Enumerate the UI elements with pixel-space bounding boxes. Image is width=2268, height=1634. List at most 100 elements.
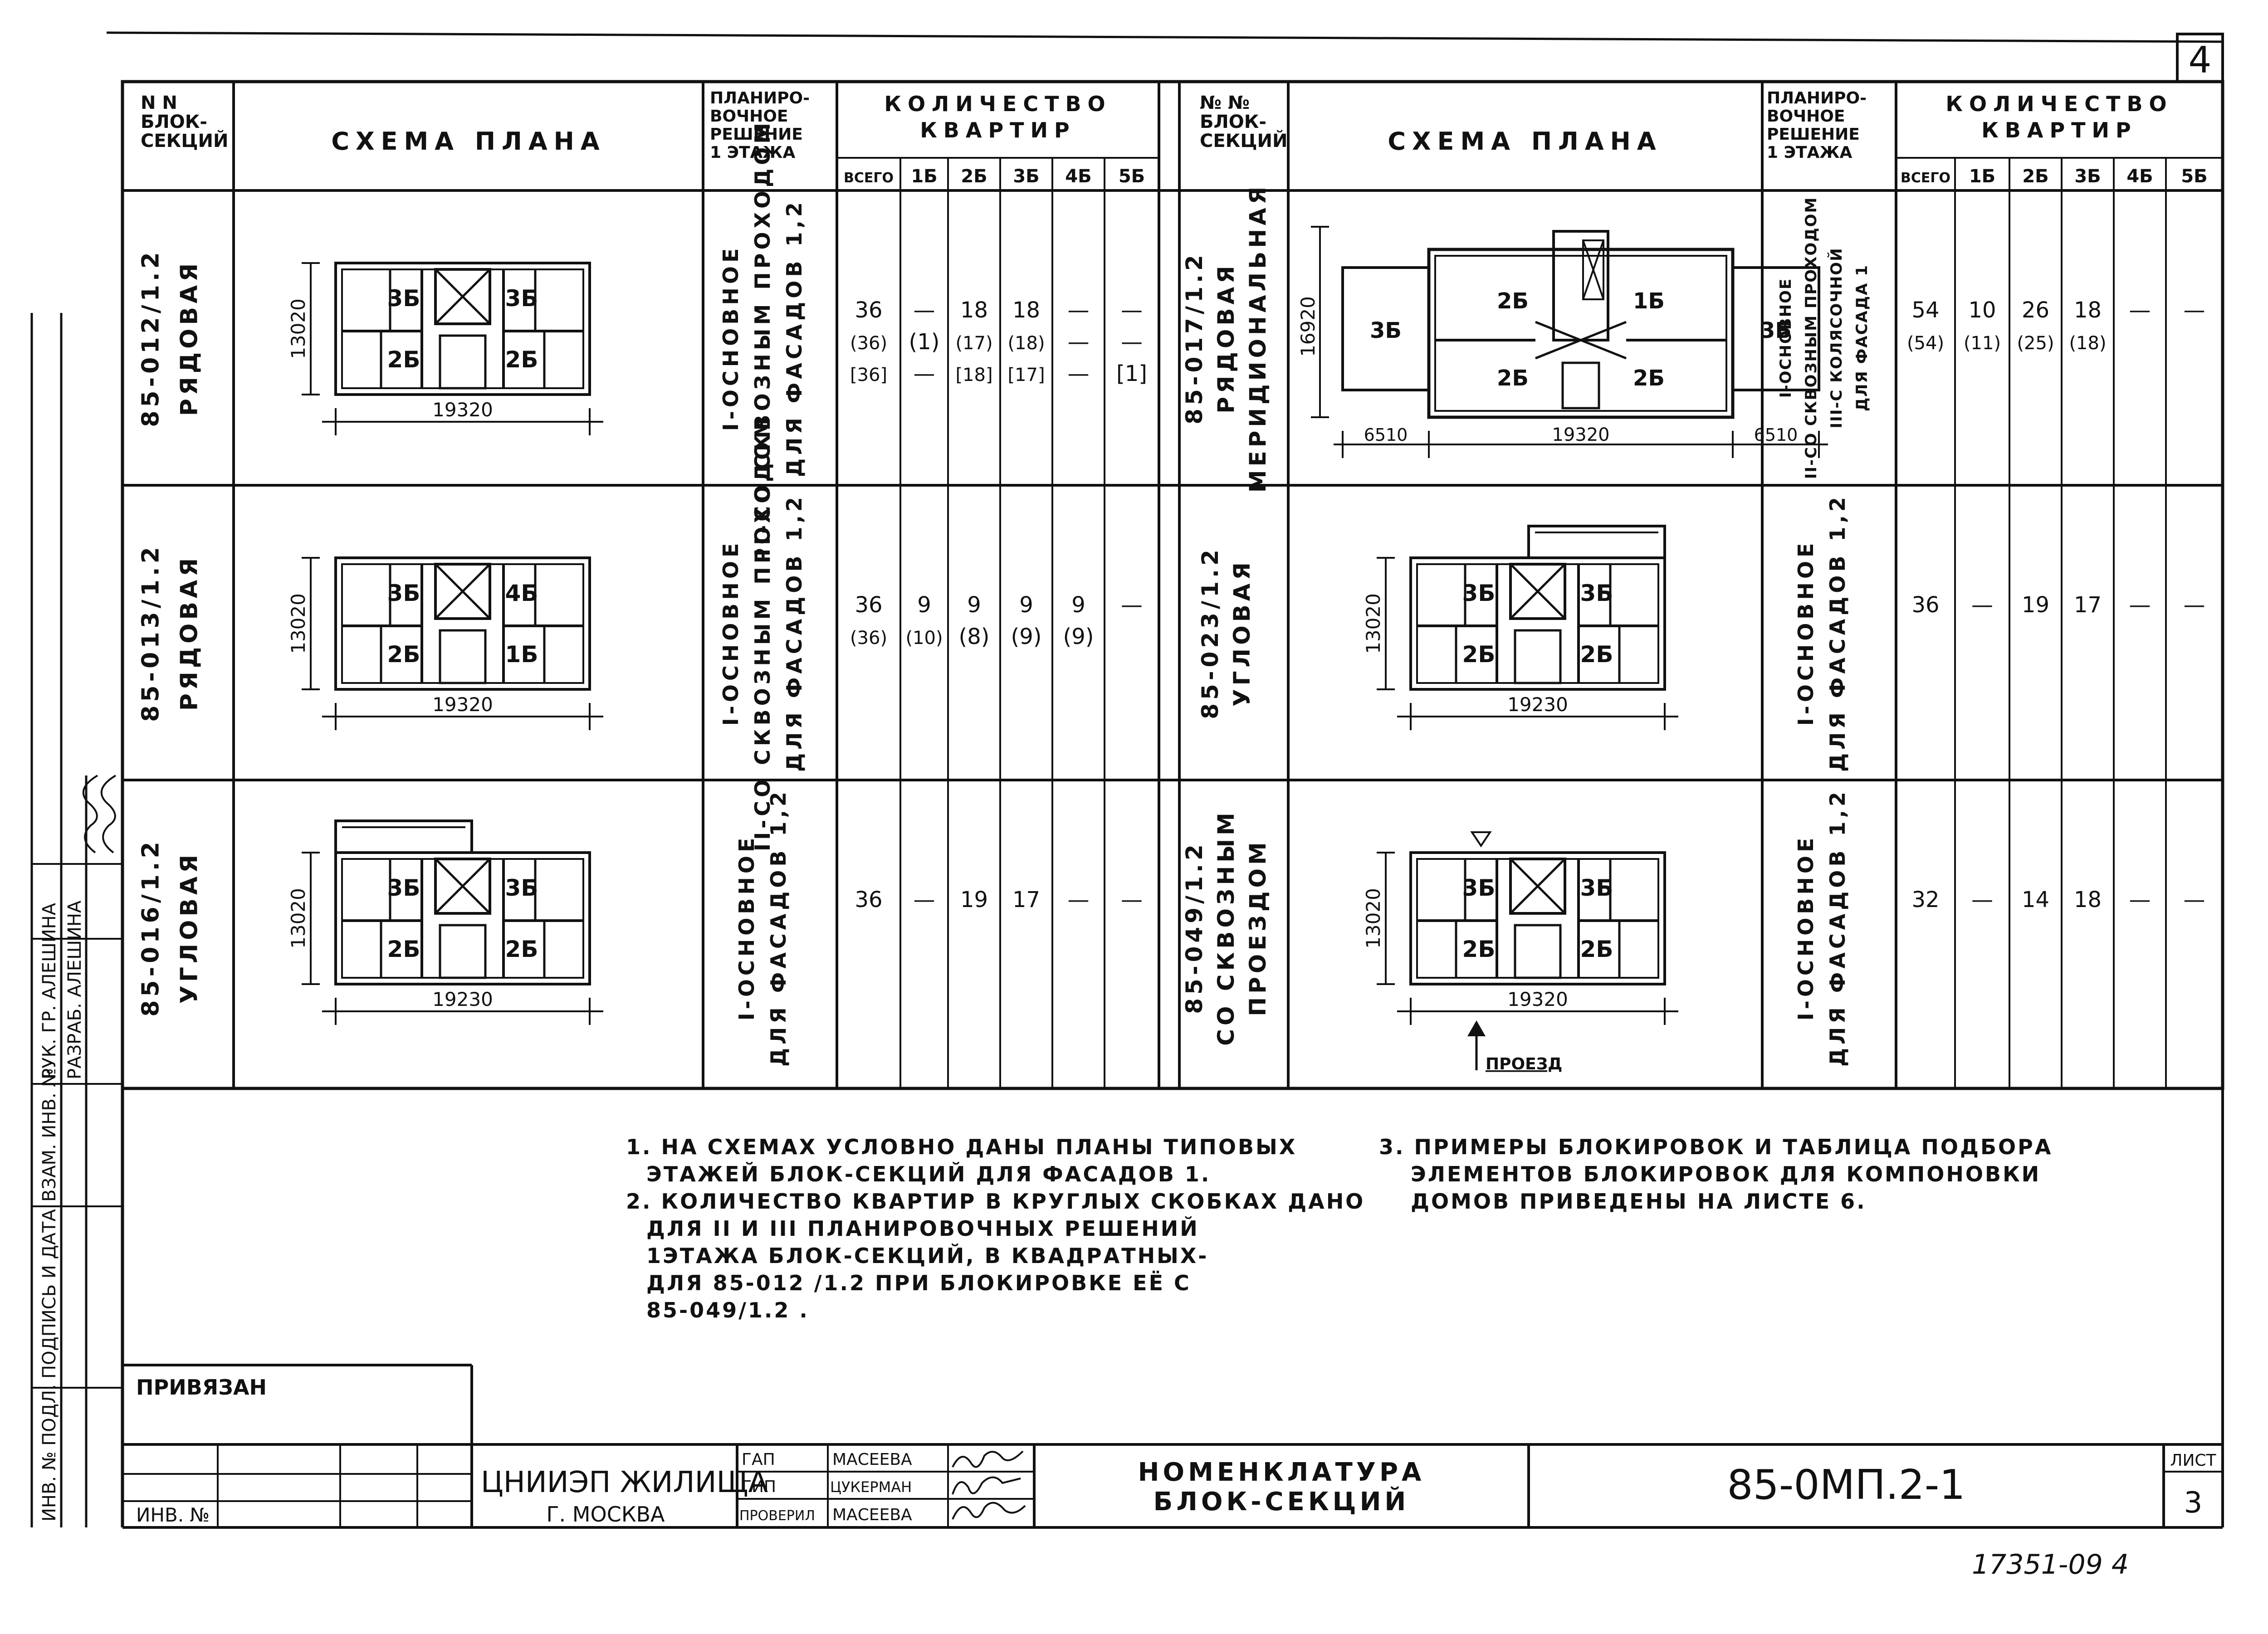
left-row-2-qty-c0-v0: 36 — [855, 887, 882, 912]
header-right-scheme: СХЕМА ПЛАНА — [1388, 127, 1662, 156]
left-row-1-qty-c2-v1: (8) — [959, 624, 990, 649]
left-row-0-qty-c3-v1: (18) — [1007, 333, 1045, 354]
left-row-0-id-line1: РЯДОВАЯ — [176, 260, 203, 416]
right-row-0-plan-room-0: 3Б — [1370, 318, 1402, 343]
right-row-2-id-line0: 85-049/1.2 — [1181, 841, 1207, 1014]
left-row-2-id-line0: 85-016/1.2 — [137, 838, 165, 1017]
left-row-0-plan-text-line1: II-СО СКВОЗНЫМ ПРОХОДОМ — [750, 119, 775, 556]
archive-number: 17351-09 4 — [1972, 1549, 2129, 1580]
left-row-0-qty-c2-v0: 18 — [960, 298, 988, 323]
right-row-2-qty-c3-v0: 18 — [2074, 887, 2102, 912]
right-row-2-qty-c4-v0: — — [2129, 887, 2151, 912]
left-row-1-qty-c4-v0: 9 — [1071, 592, 1085, 618]
stamp-role-gip: ГИП — [742, 1478, 776, 1496]
note-right-line-1: ЭЛЕМЕНТОВ БЛОКИРОВОК ДЛЯ КОМПОНОВКИ — [1411, 1162, 2041, 1186]
left-row-2-plan-text-line0: I-ОСНОВНОЕ — [734, 834, 759, 1021]
margin-razrab: РАЗРАБ. АЛЕШИНА — [64, 900, 85, 1079]
left-row-0-plan-room-0: 3Б — [387, 285, 420, 312]
table-rows: 85-012/1.2 РЯДОВАЯ 13020 19320 3Б 3Б 2Б 2Б I-ОСН… — [137, 119, 2205, 1073]
right-row-1-qty-c3-v0: 17 — [2074, 592, 2102, 618]
title-block — [122, 1364, 2223, 1527]
left-row-1-qty-c0-v1: (36) — [850, 628, 887, 649]
left-row-0-qty-c0-v1: (36) — [850, 333, 887, 354]
left-row-0-plan-room-3: 2Б — [505, 346, 538, 373]
left-row-0-plan-dim-h: 19320 — [432, 399, 493, 421]
stamp-signatures — [952, 1450, 1026, 1520]
left-row-2-plan-dim-h: 19230 — [432, 988, 493, 1010]
left-row-0-plan-text-line0: I-ОСНОВНОЕ — [719, 245, 743, 431]
subcol-left-5: 5Б — [1119, 166, 1145, 187]
left-row-0-plan-dim-v: 13020 — [287, 298, 309, 359]
right-row-1-qty-c5-v0: — — [2184, 592, 2205, 618]
subcol-left-2: 2Б — [961, 166, 987, 187]
left-row-1-plan-room-1: 4Б — [505, 580, 538, 606]
note-right-line-2: ДОМОВ ПРИВЕДЕНЫ НА ЛИСТЕ 6. — [1411, 1189, 1867, 1214]
right-row-0-plan-room-2: 1Б — [1633, 288, 1665, 314]
subcol-left-1: 1Б — [911, 166, 937, 187]
left-row-1-qty-c2-v0: 9 — [967, 592, 981, 618]
stamp-title-line2: БЛОК-СЕКЦИЙ — [1154, 1487, 1410, 1517]
stamp-name-gap: МАСЕЕВА — [832, 1450, 912, 1469]
right-row-2-plan-dim-h: 19320 — [1507, 988, 1568, 1010]
right-row-2-plan-room-1: 3Б — [1580, 875, 1613, 901]
right-row-1-qty-c0-v0: 36 — [1911, 592, 1939, 618]
left-row-1-qty-c0-v0: 36 — [855, 592, 882, 618]
left-row-0-qty-c5-v2: [1] — [1116, 361, 1147, 386]
note-left-line-1: ЭТАЖЕЙ БЛОК-СЕКЦИЙ ДЛЯ ФАСАДОВ 1. — [646, 1162, 1211, 1186]
left-row-2-qty-c3-v0: 17 — [1012, 887, 1040, 912]
right-row-0-qty-c2-v0: 26 — [2022, 298, 2049, 323]
right-row-2-plan-text-line0: I-ОСНОВНОЕ — [1794, 834, 1818, 1021]
right-row-0-qty-c3-v1: (18) — [2069, 333, 2106, 354]
left-row-0-plan-room-2: 2Б — [387, 346, 420, 373]
subcol-left-4: 4Б — [1065, 166, 1091, 187]
stamp-sheet-label: ЛИСТ — [2170, 1451, 2216, 1470]
subcol-right-2: 2Б — [2022, 166, 2048, 187]
right-row-0-qty-c1-v1: (11) — [1964, 333, 2001, 354]
right-row-0-plan-room-1: 2Б — [1497, 288, 1529, 314]
left-row-2-plan-room-1: 3Б — [505, 875, 538, 901]
left-row-0-qty-c1-v2: — — [914, 361, 935, 386]
note-left-line-4: 1ЭТАЖА БЛОК-СЕКЦИЙ, В КВАДРАТНЫХ- — [646, 1244, 1208, 1268]
left-row-0-qty-c3-v0: 18 — [1012, 298, 1040, 323]
right-row-2-plan-dim-v: 13020 — [1362, 888, 1384, 949]
note-left-line-3: ДЛЯ II И III ПЛАНИРОВОЧНЫХ РЕШЕНИЙ — [646, 1216, 1199, 1241]
passage-label: ПРОЕЗД — [1486, 1055, 1562, 1073]
right-row-2-qty-c1-v0: — — [1971, 887, 1993, 912]
right-row-0-plan-text-line0: I-ОСНОВНОЕ — [1777, 278, 1795, 398]
stamp-name-checked: МАСЕЕВА — [832, 1506, 912, 1524]
stamp-privyazan: ПРИВЯЗАН — [136, 1375, 267, 1400]
left-row-1-qty-c4-v1: (9) — [1063, 624, 1094, 649]
right-row-1-plan-text-line1: ДЛЯ ФАСАДОВ 1,2 — [1825, 493, 1850, 772]
right-row-0-qty-c5-v0: — — [2184, 298, 2205, 323]
subcol-right-4: 4Б — [2126, 166, 2153, 187]
left-row-1-plan-text-line0: I-ОСНОВНОЕ — [719, 540, 743, 726]
right-row-0-qty-c0-v0: 54 — [1911, 298, 1939, 323]
margin-inv-podl: ИНВ. № ПОДЛ. — [39, 1384, 60, 1522]
left-row-2-qty-c5-v0: — — [1121, 887, 1143, 912]
right-row-0-id-line1: РЯДОВАЯ — [1213, 262, 1239, 414]
left-row-0-qty-c2-v2: [18] — [955, 365, 992, 385]
right-row-1-plan-dim-h: 19230 — [1507, 693, 1568, 716]
left-row-0-id-line0: 85-012/1.2 — [137, 249, 165, 427]
subcol-right-1: 1Б — [1969, 166, 1995, 187]
left-row-1-plan-room-3: 1Б — [505, 641, 538, 668]
right-row-0-plan-text-line2: III-С КОЛЯСОЧНОЙ — [1827, 247, 1846, 428]
right-row-0-plan-room-5: 2Б — [1633, 366, 1665, 391]
left-row-2-plan-dim-v: 13020 — [287, 888, 309, 949]
left-row-2-qty-c2-v0: 19 — [960, 887, 988, 912]
stamp-org-line2: Г. МОСКВА — [547, 1502, 665, 1527]
left-row-1-qty-c5-v0: — — [1121, 592, 1143, 618]
